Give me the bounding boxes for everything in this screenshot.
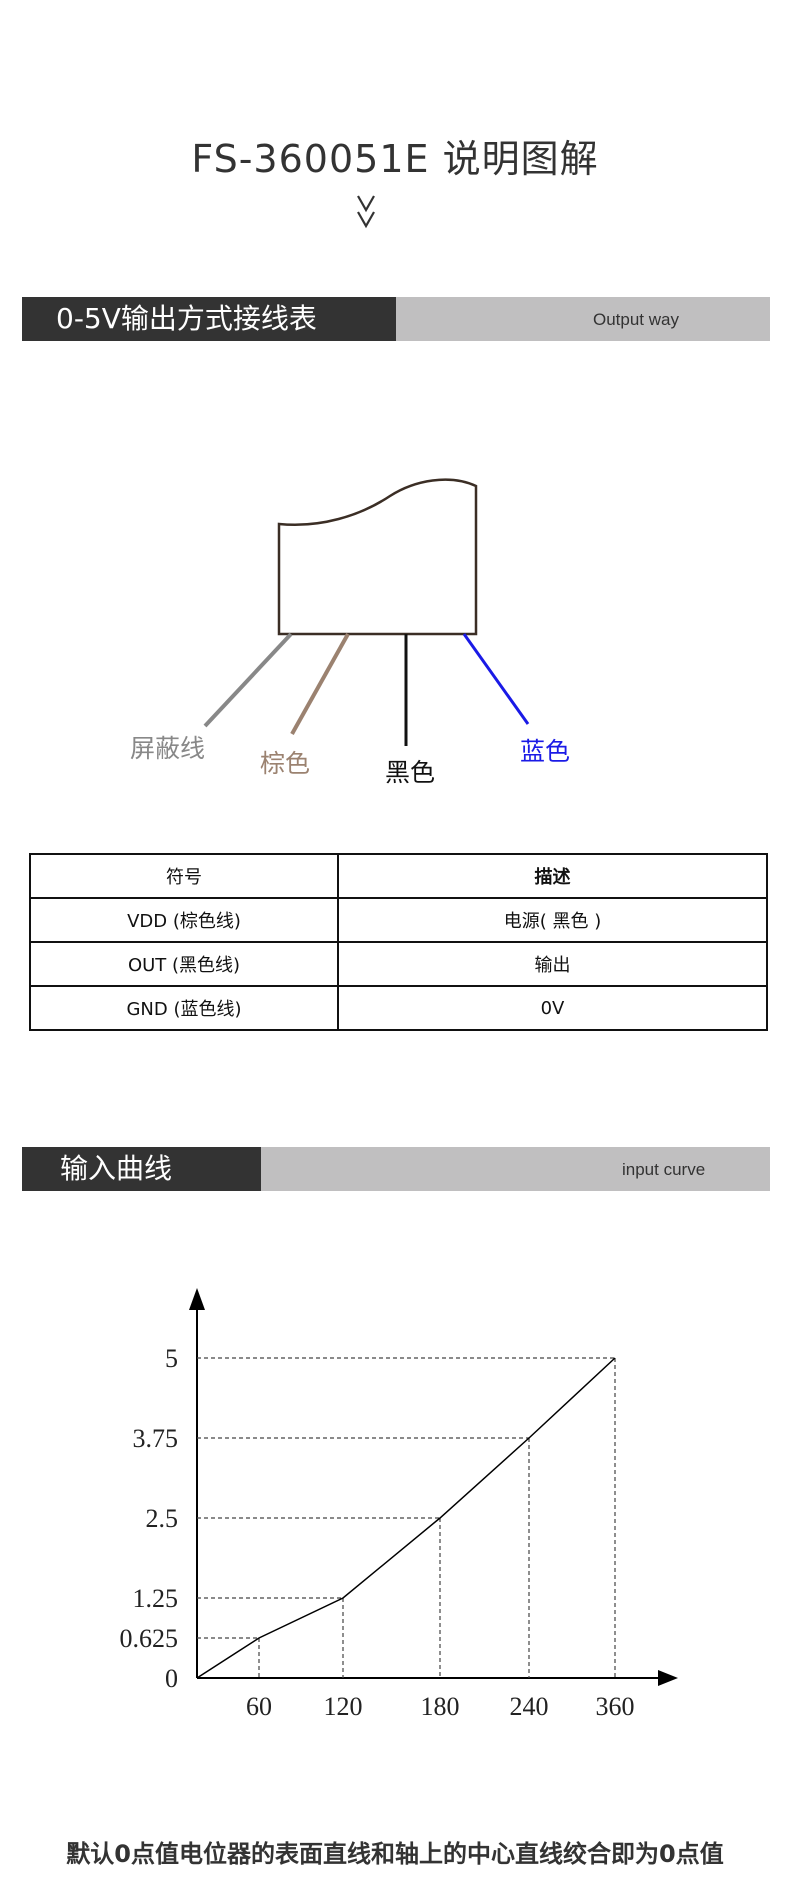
wire-label-black: 黑色: [385, 758, 436, 787]
table-row: GND (蓝色线) 0V: [29, 985, 768, 1031]
wire-label-blue: 蓝色: [520, 737, 571, 766]
section-subtitle: input curve: [622, 1160, 706, 1179]
table-row: VDD (棕色线) 电源( 黑色 ): [29, 897, 768, 943]
y-tick-label: 0: [165, 1664, 178, 1693]
section-subtitle: Output way: [593, 310, 679, 329]
table-header: 符号: [29, 853, 339, 899]
double-chevron-down-icon: [357, 195, 375, 229]
table-cell: 电源( 黑色 ): [337, 897, 768, 943]
table-header: 描述: [337, 853, 768, 899]
table-cell: 0V: [337, 985, 768, 1031]
y-tick-label: 0.625: [120, 1624, 179, 1653]
section-header-output: 0-5V输出方式接线表 Output way: [22, 297, 770, 341]
wire-brown: [290, 633, 350, 735]
x-tick-label: 60: [246, 1692, 272, 1721]
x-tick-label: 180: [421, 1692, 460, 1721]
wire-blue: [462, 633, 530, 725]
x-tick-label: 360: [596, 1692, 635, 1721]
table-row: OUT (黑色线) 输出: [29, 941, 768, 987]
section-title: 输入曲线: [22, 1147, 261, 1191]
series-line: [196, 1357, 616, 1679]
y-tick-label: 3.75: [133, 1424, 179, 1453]
y-tick-label: 2.5: [146, 1504, 179, 1533]
y-tick-label: 5: [165, 1344, 178, 1373]
x-tick-label: 120: [324, 1692, 363, 1721]
table-cell: VDD (棕色线): [29, 897, 339, 943]
section-title: 0-5V输出方式接线表: [22, 297, 396, 341]
wiring-table: 符号 描述 VDD (棕色线) 电源( 黑色 ) OUT (黑色线) 输出 GN…: [29, 853, 768, 1031]
x-axis-arrow: [658, 1670, 678, 1686]
y-tick-label: 1.25: [133, 1584, 179, 1613]
page-title: FS-360051E 说明图解: [191, 137, 599, 181]
footer-note: 默认0点值电位器的表面直线和轴上的中心直线绞合即为0点值: [66, 1840, 724, 1868]
section-header-input: 输入曲线 input curve: [22, 1147, 770, 1191]
table-cell: OUT (黑色线): [29, 941, 339, 987]
x-tick-label: 240: [510, 1692, 549, 1721]
table-header-row: 符号 描述: [29, 853, 768, 899]
wire-label-brown: 棕色: [260, 749, 311, 778]
wire-shield: [203, 632, 293, 728]
y-axis-arrow: [189, 1288, 205, 1310]
table-cell: 输出: [337, 941, 768, 987]
wire-label-shield: 屏蔽线: [130, 734, 206, 763]
wiring-diagram: [203, 478, 530, 746]
input-curve-chart: 0 0.625 1.25 2.5 3.75 5 60 120 180 240 360: [120, 1288, 678, 1721]
table-cell: GND (蓝色线): [29, 985, 339, 1031]
sensor-body: [277, 478, 478, 636]
